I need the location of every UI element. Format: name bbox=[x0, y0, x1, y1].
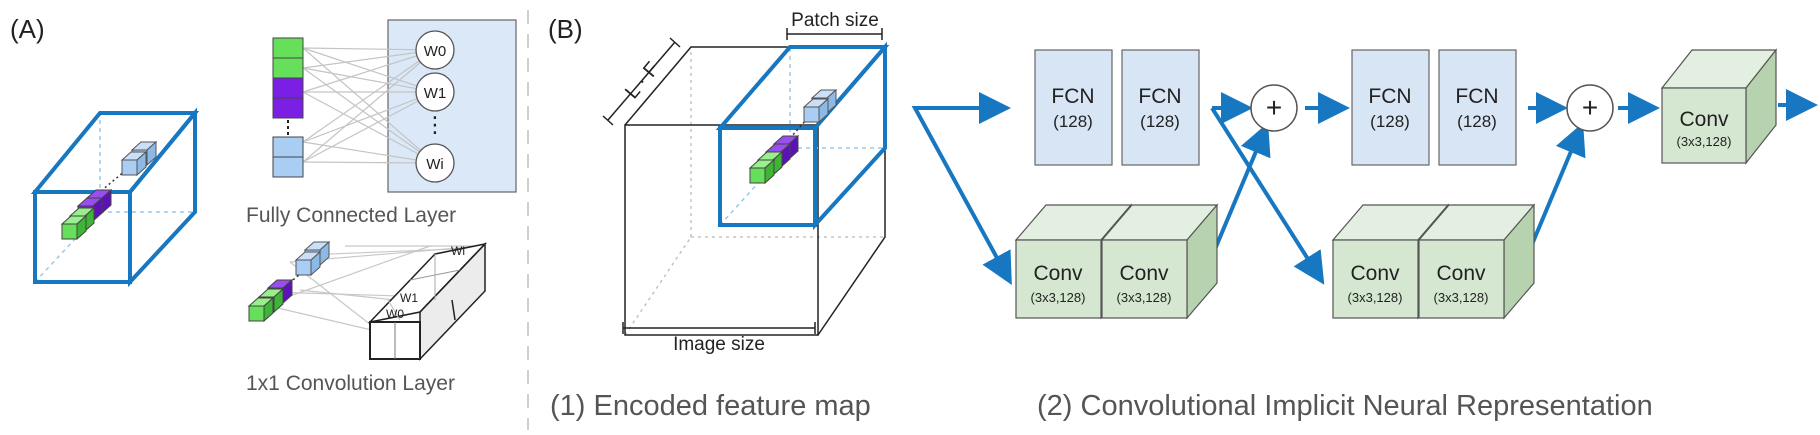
panel-a-label: (A) bbox=[10, 14, 45, 44]
image-size-label: Image size bbox=[673, 334, 765, 355]
conv-block-2b: Conv (3x3,128) bbox=[1417, 203, 1536, 320]
image-size-dimension bbox=[622, 322, 816, 334]
conv1x1-weight-bar bbox=[367, 242, 488, 361]
plus-node-1-label: + bbox=[1266, 92, 1282, 123]
conv-block-final: Conv (3x3,128) bbox=[1660, 48, 1778, 165]
fcn-block-2b-title: FCN bbox=[1455, 85, 1498, 108]
fc-neuron-w1: W1 bbox=[415, 72, 455, 112]
fcn-block-2b-sub: (128) bbox=[1457, 112, 1497, 131]
conv1x1-diagram: Wi W1 W0 bbox=[247, 240, 488, 361]
fc-neuron-wi-label: Wi bbox=[426, 156, 444, 173]
conv-block-2a-title: Conv bbox=[1350, 262, 1400, 285]
panel-a-cube bbox=[30, 107, 200, 288]
fcn-block-1b-sub: (128) bbox=[1140, 112, 1180, 131]
fcn-block-1b-title: FCN bbox=[1138, 85, 1181, 108]
fc-neuron-w0: W0 bbox=[415, 30, 455, 70]
panel-a-voxel-column bbox=[60, 140, 158, 241]
fully-connected-diagram: W0 W1 ⋮ Wi bbox=[272, 19, 517, 193]
conv-block-final-title: Conv bbox=[1679, 108, 1729, 131]
plus-node-2-label: + bbox=[1582, 92, 1598, 123]
fcn-block-1a-sub: (128) bbox=[1053, 112, 1093, 131]
feature-patch bbox=[715, 41, 890, 231]
fcn-block-1a-title: FCN bbox=[1051, 85, 1094, 108]
conv-block-2a-sub: (3x3,128) bbox=[1348, 290, 1403, 305]
fc-connection-lines bbox=[302, 47, 436, 164]
fcn-block-1a: FCN (128) bbox=[1034, 49, 1113, 166]
fc-neuron-wi: Wi bbox=[415, 143, 455, 183]
fcn-block-2b: FCN (128) bbox=[1438, 49, 1517, 166]
conv1x1-voxel-column bbox=[247, 240, 331, 323]
conv-block-1b-sub: (3x3,128) bbox=[1117, 290, 1172, 305]
voxel-blue-front bbox=[120, 150, 148, 177]
patch-size-dimension bbox=[786, 28, 883, 40]
conv-block-1a-title: Conv bbox=[1033, 262, 1083, 285]
conv1x1-weight-wi: Wi bbox=[451, 244, 465, 258]
conv1x1-caption: 1x1 Convolution Layer bbox=[246, 372, 455, 395]
panel-b-label: (B) bbox=[548, 14, 583, 44]
conv-block-2b-title: Conv bbox=[1436, 262, 1486, 285]
lf-dimension bbox=[602, 37, 681, 126]
conv1x1-lines bbox=[264, 245, 485, 333]
caption-encoded-feature-map: (1) Encoded feature map bbox=[550, 390, 871, 422]
plus-node-2: + bbox=[1566, 84, 1614, 132]
voxel-green-front bbox=[60, 214, 88, 241]
conv-block-1a-sub: (3x3,128) bbox=[1031, 290, 1086, 305]
fc-caption: Fully Connected Layer bbox=[246, 204, 456, 227]
patch-size-label: Patch size bbox=[791, 10, 879, 31]
fc-neuron-w0-label: W0 bbox=[424, 43, 447, 60]
conv-block-2b-sub: (3x3,128) bbox=[1434, 290, 1489, 305]
fc-neuron-ellipsis: ⋮ bbox=[424, 112, 446, 137]
conv-block-1b: Conv (3x3,128) bbox=[1100, 203, 1219, 320]
conv1x1-weight-w0: W0 bbox=[386, 307, 404, 321]
conv1x1-weight-w1: W1 bbox=[400, 291, 418, 305]
fcn-block-2a-title: FCN bbox=[1368, 85, 1411, 108]
feature-voxel-column bbox=[748, 88, 838, 185]
fcn-block-2a-sub: (128) bbox=[1370, 112, 1410, 131]
conv-block-final-sub: (3x3,128) bbox=[1677, 134, 1732, 149]
conv-block-1b-title: Conv bbox=[1119, 262, 1169, 285]
plus-node-1: + bbox=[1250, 84, 1298, 132]
fcn-block-1b: FCN (128) bbox=[1121, 49, 1200, 166]
fcn-block-2a: FCN (128) bbox=[1351, 49, 1430, 166]
caption-conv-inr: (2) Convolutional Implicit Neural Repres… bbox=[1037, 390, 1653, 422]
fc-input-stack bbox=[272, 37, 304, 178]
fc-neuron-w1-label: W1 bbox=[424, 85, 447, 102]
